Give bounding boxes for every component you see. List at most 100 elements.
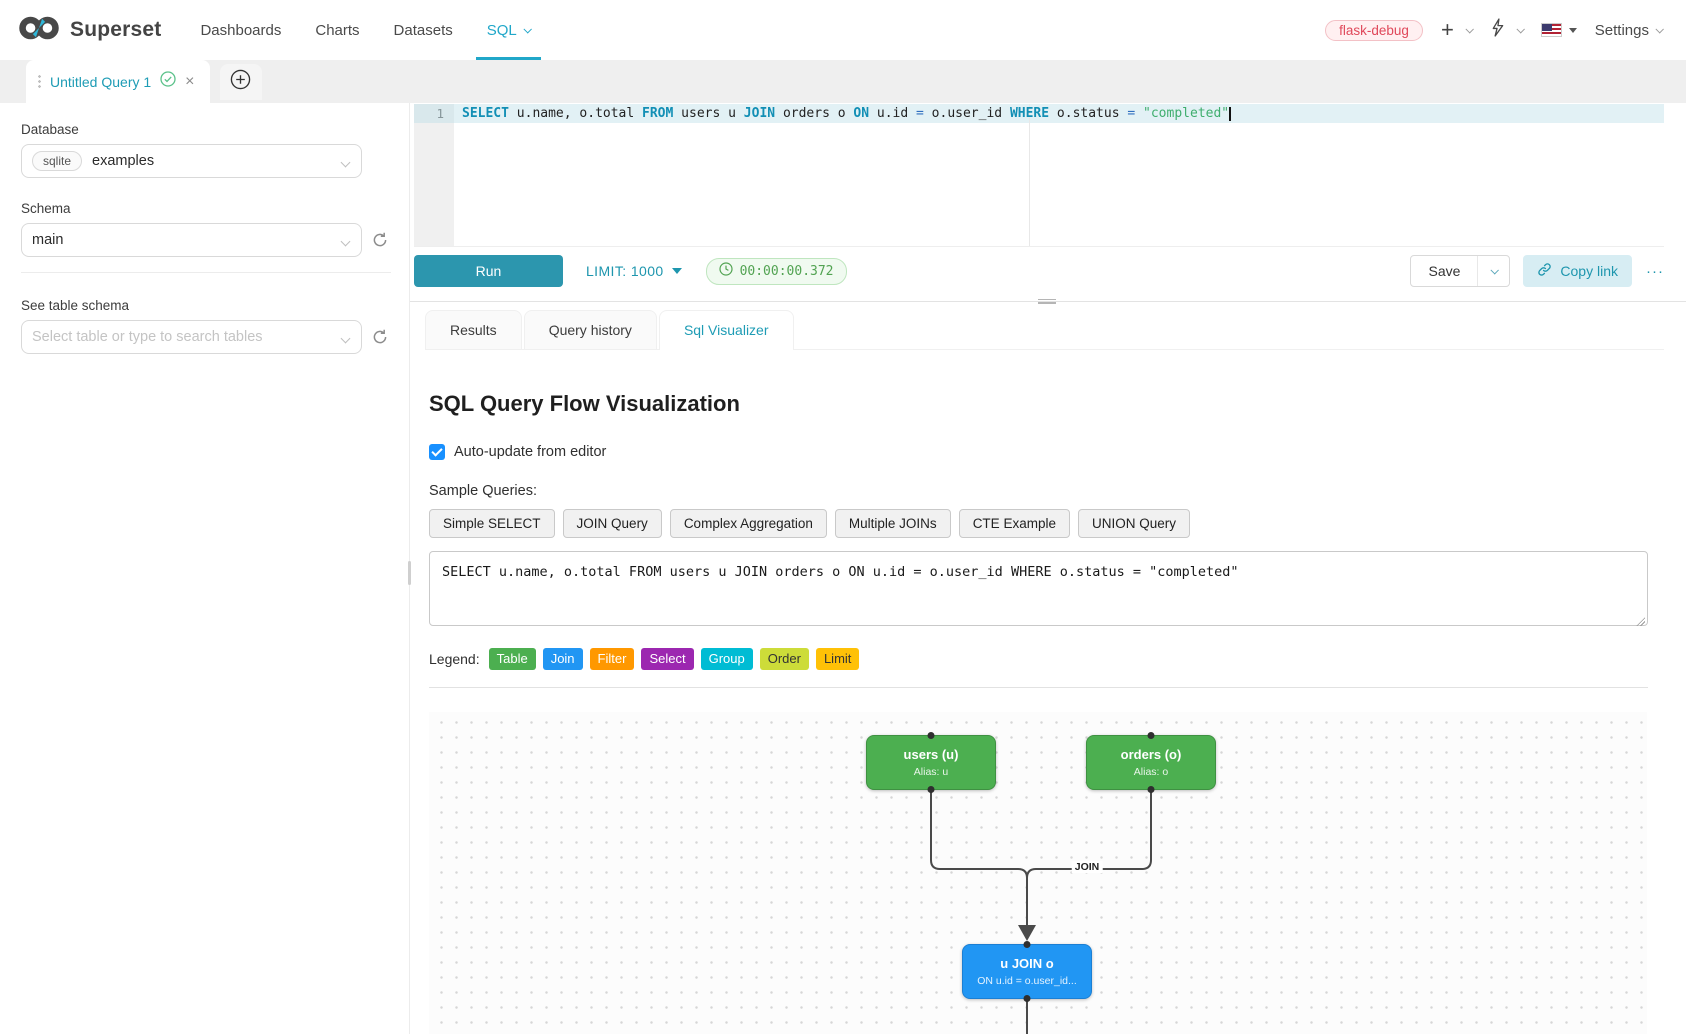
sample-cte-example-button[interactable]: CTE Example xyxy=(958,509,1070,538)
add-query-tab-button[interactable] xyxy=(219,63,262,100)
save-button[interactable]: Save xyxy=(1428,263,1461,279)
table-select[interactable]: Select table or type to search tables xyxy=(21,320,362,354)
nav-item-dashboards[interactable]: Dashboards xyxy=(200,21,282,39)
connection-handle[interactable] xyxy=(1023,940,1031,948)
legend: Legend: Table Join Filter Select Group O… xyxy=(429,648,1648,670)
flow-node-users[interactable]: users (u) Alias: u xyxy=(866,731,996,793)
legend-badge-join: Join xyxy=(542,648,583,670)
brand-name: Superset xyxy=(70,18,162,41)
legend-badge-table: Table xyxy=(488,648,536,670)
nav-item-datasets[interactable]: Datasets xyxy=(393,21,453,39)
pane-resize-handle[interactable] xyxy=(1038,297,1056,305)
legend-label: Legend: xyxy=(429,650,480,667)
flow-node-join[interactable]: u JOIN o ON u.id = o.user_id... xyxy=(962,940,1092,1002)
legend-badge-filter: Filter xyxy=(589,648,635,670)
save-options-button[interactable] xyxy=(1477,256,1509,286)
limit-dropdown[interactable]: LIMIT: 1000 xyxy=(586,263,682,279)
settings-menu[interactable]: Settings xyxy=(1595,22,1664,39)
editor-toolbar: Run LIMIT: 1000 00:00:00.372 Save xyxy=(414,247,1664,295)
link-icon xyxy=(1537,262,1552,280)
sqllab-main: 1 SELECT u.name, o.total FROM users u JO… xyxy=(410,103,1686,1034)
tab-query-history[interactable]: Query history xyxy=(523,310,657,349)
sample-simple-select-button[interactable]: Simple SELECT xyxy=(429,509,555,538)
chevron-down-icon xyxy=(1655,25,1664,34)
chevron-down-icon xyxy=(340,333,351,344)
legend-badge-select: Select xyxy=(641,648,694,670)
auto-update-toggle[interactable]: Auto-update from editor xyxy=(429,444,1648,460)
auto-update-label: Auto-update from editor xyxy=(454,444,607,460)
chevron-down-icon xyxy=(340,157,351,168)
drag-handle-icon[interactable] xyxy=(38,73,41,90)
connection-handle[interactable] xyxy=(927,731,935,739)
refresh-schemas-icon[interactable] xyxy=(372,232,388,248)
plus-icon: + xyxy=(1440,17,1454,42)
legend-badge-order: Order xyxy=(759,648,809,670)
plus-circle-icon xyxy=(230,69,251,95)
section-divider xyxy=(429,686,1648,688)
superset-logo[interactable]: Superset xyxy=(16,13,161,48)
editor-line: SELECT u.name, o.total FROM users u JOIN… xyxy=(462,106,1232,121)
sql-input-textarea[interactable]: SELECT u.name, o.total FROM users u JOIN… xyxy=(429,551,1648,626)
nav-item-charts[interactable]: Charts xyxy=(315,21,360,39)
query-timer: 00:00:00.372 xyxy=(705,257,847,285)
run-button[interactable]: Run xyxy=(414,255,563,287)
database-engine-badge: sqlite xyxy=(32,151,83,171)
database-select[interactable]: sqlite examples xyxy=(21,144,362,178)
sidebar-resize-handle[interactable] xyxy=(408,561,411,585)
editor-gutter: 1 xyxy=(414,104,454,246)
limit-value: 1000 xyxy=(630,263,664,279)
chevron-down-icon xyxy=(340,236,351,247)
clock-icon xyxy=(718,261,733,281)
check-circle-icon xyxy=(160,71,176,92)
lightning-icon xyxy=(1490,18,1505,42)
superset-infinity-icon xyxy=(16,13,62,48)
flow-edges xyxy=(930,791,1152,1034)
line-number: 1 xyxy=(436,106,444,121)
tab-results[interactable]: Results xyxy=(425,310,522,349)
join-edge-label: JOIN xyxy=(1071,860,1103,873)
checkbox-checked-icon[interactable] xyxy=(429,444,445,460)
sqllab-sidebar: Database sqlite examples Schema main See… xyxy=(0,103,410,1034)
schema-select[interactable]: main xyxy=(21,223,362,257)
flow-canvas[interactable]: users (u) Alias: u orders (o) Alias: o J… xyxy=(429,711,1647,1034)
legend-badge-limit: Limit xyxy=(815,648,860,670)
save-split-button: Save xyxy=(1410,255,1511,287)
connection-handle[interactable] xyxy=(927,785,935,793)
query-tab[interactable]: Untitled Query 1 × xyxy=(26,60,210,103)
chevron-down-icon xyxy=(523,25,532,34)
chevron-down-icon xyxy=(1490,266,1499,275)
sql-editor[interactable]: 1 SELECT u.name, o.total FROM users u JO… xyxy=(414,104,1664,247)
language-picker[interactable] xyxy=(1540,23,1577,37)
database-label: Database xyxy=(21,122,79,137)
us-flag-icon xyxy=(1540,23,1562,37)
refresh-tables-icon[interactable] xyxy=(372,329,388,345)
query-search-menu[interactable] xyxy=(1490,18,1525,42)
close-icon[interactable]: × xyxy=(185,72,195,90)
result-tabs: Results Query history Sql Visualizer xyxy=(425,310,1664,350)
sample-query-buttons: Simple SELECT JOIN Query Complex Aggrega… xyxy=(429,509,1648,538)
chevron-down-icon xyxy=(1465,25,1474,34)
connection-handle[interactable] xyxy=(1147,731,1155,739)
sample-queries-label: Sample Queries: xyxy=(429,483,537,499)
caret-down-icon xyxy=(1568,27,1577,33)
sample-join-query-button[interactable]: JOIN Query xyxy=(562,509,662,538)
sample-complex-aggregation-button[interactable]: Complex Aggregation xyxy=(669,509,827,538)
top-navbar: Superset Dashboards Charts Datasets SQL … xyxy=(0,0,1686,60)
sample-multiple-joins-button[interactable]: Multiple JOINs xyxy=(834,509,951,538)
sample-union-query-button[interactable]: UNION Query xyxy=(1077,509,1190,538)
nav-item-sql[interactable]: SQL xyxy=(470,0,547,60)
chevron-down-icon xyxy=(1516,25,1525,34)
connection-handle[interactable] xyxy=(1023,994,1031,1002)
more-options-button[interactable]: ··· xyxy=(1646,262,1664,280)
environment-badge: flask-debug xyxy=(1325,19,1423,41)
tab-sql-visualizer[interactable]: Sql Visualizer xyxy=(658,310,794,350)
copy-link-button[interactable]: Copy link xyxy=(1523,255,1632,287)
schema-label: Schema xyxy=(21,201,71,216)
sidebar-divider xyxy=(21,272,391,273)
timer-value: 00:00:00.372 xyxy=(739,263,834,279)
flow-node-orders[interactable]: orders (o) Alias: o xyxy=(1086,731,1216,793)
sql-visualizer-pane: SQL Query Flow Visualization Auto-update… xyxy=(410,391,1686,1034)
new-item-menu[interactable]: + xyxy=(1440,17,1474,42)
legend-badge-group: Group xyxy=(700,648,753,670)
connection-handle[interactable] xyxy=(1147,785,1155,793)
